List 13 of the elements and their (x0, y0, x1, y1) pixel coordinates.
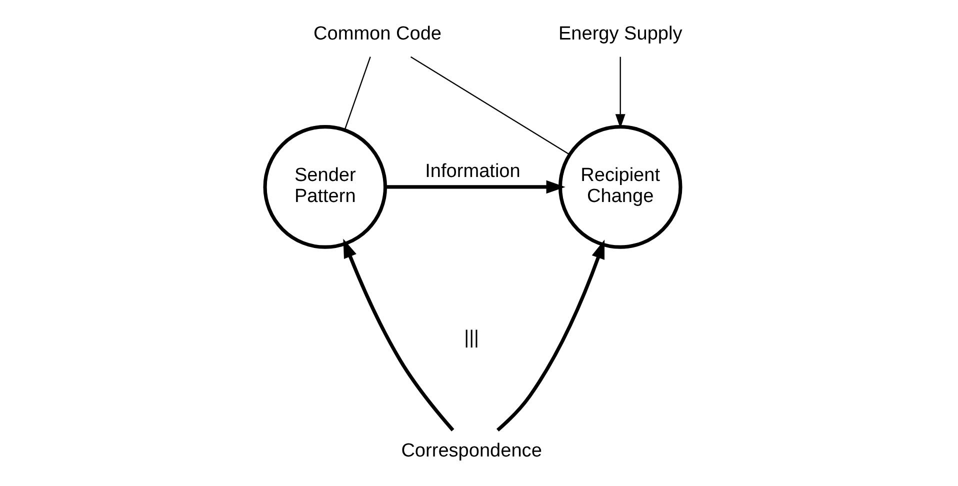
arrow (386, 180, 566, 194)
arrow (496, 239, 605, 432)
node-circle: Recipient Change (558, 124, 682, 248)
label: ||| (464, 326, 479, 348)
node-text: Correspondence (401, 440, 542, 461)
arrow (343, 238, 454, 431)
node-text: Energy Supply (558, 23, 682, 44)
connector (344, 56, 371, 130)
connector (410, 56, 570, 154)
arrow (615, 56, 626, 128)
edge-label: Information (425, 160, 520, 182)
node-circle: Sender Pattern (263, 124, 388, 248)
node-text: Common Code (314, 23, 442, 44)
